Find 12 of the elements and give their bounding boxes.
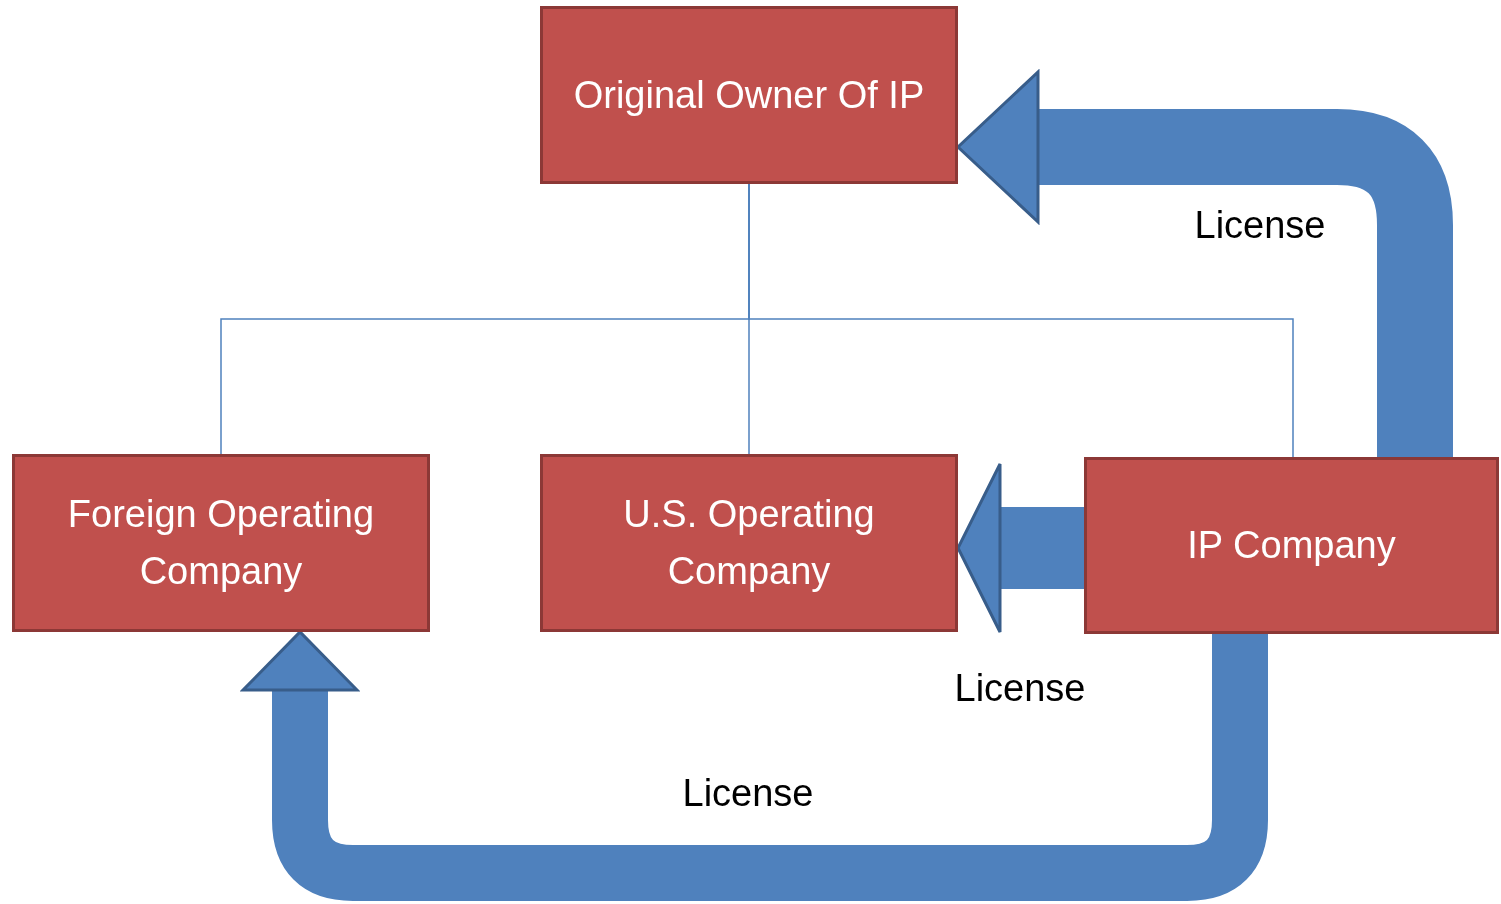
box-label: IP Company — [1187, 523, 1396, 568]
box-label: Original Owner Of IP — [573, 72, 925, 118]
block-arrow — [241, 630, 1268, 901]
block-arrow — [956, 70, 1453, 457]
company-box — [1084, 457, 1499, 634]
box-label: Foreign Operating Company — [66, 492, 376, 594]
box-label: U.S. Operating Company — [622, 492, 876, 594]
company-box — [540, 6, 958, 184]
connector-line — [748, 183, 1294, 458]
company-box — [540, 454, 958, 632]
block-arrow — [956, 462, 1084, 634]
company-box — [12, 454, 430, 632]
